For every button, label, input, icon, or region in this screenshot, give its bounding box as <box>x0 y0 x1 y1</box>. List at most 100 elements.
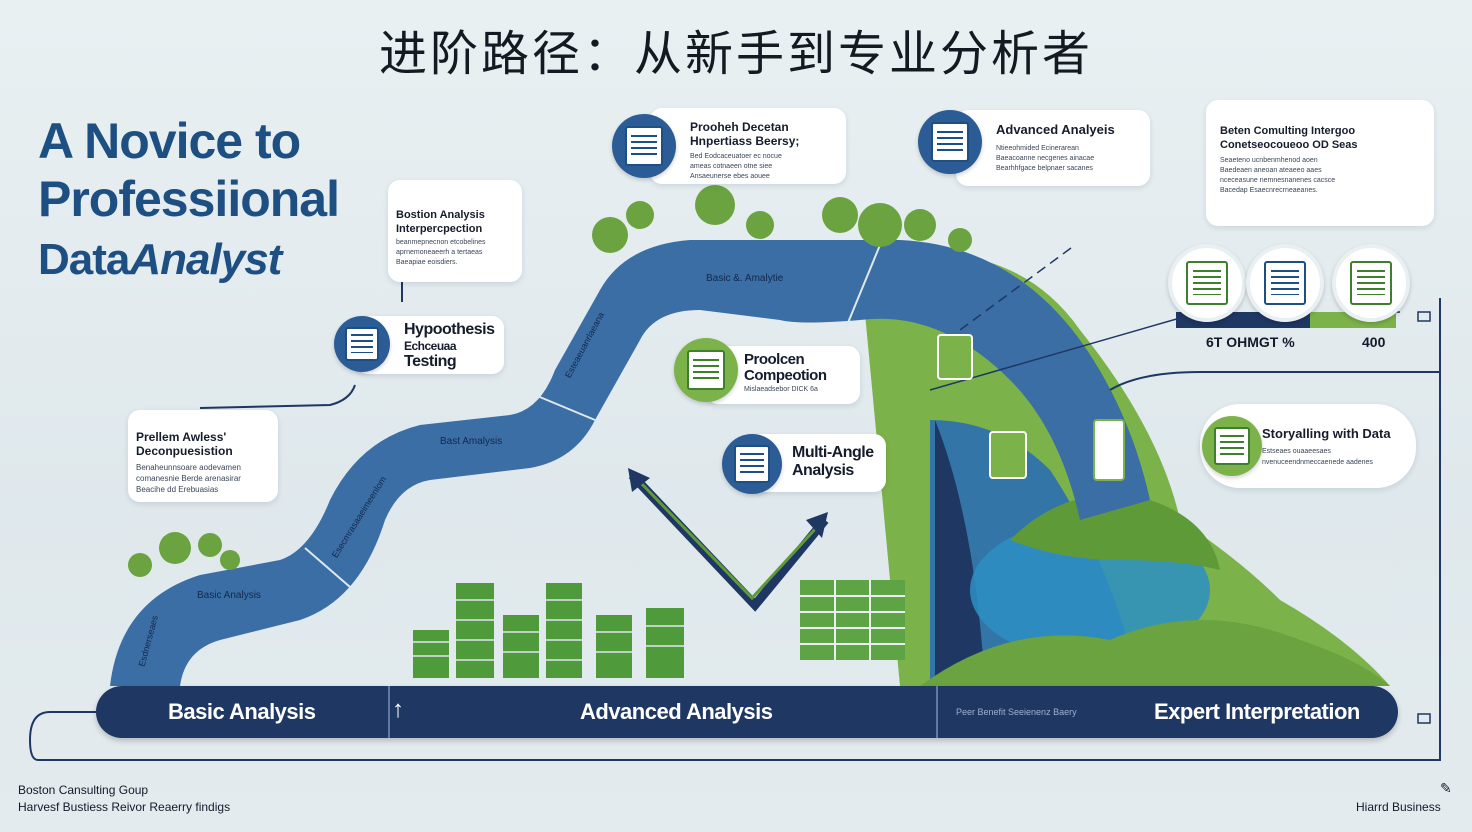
card-title: Advanced Analyeis <box>996 122 1115 137</box>
card-title: Proolcen Compeotion <box>744 352 827 384</box>
card-sub-line3: nceceasune nemnesnanenes cacsce <box>1220 177 1336 184</box>
card-sub-line3: Bearhhfgace belpnaer sacanes <box>996 165 1093 172</box>
stat-right: 400 <box>1362 334 1386 350</box>
page-title: 进阶路径：从新手到专业分析者 <box>378 26 1093 82</box>
stage-separator-2 <box>936 686 938 738</box>
card-sub-line3: Beacihe dd Erebuasias <box>136 485 219 494</box>
card-sub-line1: Benaheunnsoare aodevamen <box>136 463 241 472</box>
card-subtitle: beanmepnecnon etcobelines aprnemoneaeerh… <box>396 238 486 268</box>
chart-icon <box>686 350 726 390</box>
card-sub-line2: aprnemoneaeerh a tertaeas <box>396 249 483 256</box>
report-icon <box>624 126 664 166</box>
path-label-seg2: Bast Amalysis <box>440 436 503 447</box>
card-prooheh-decetan: Prooheh Decetan Hnpertiass Beersy; Bed E… <box>650 108 846 184</box>
dark-slope <box>935 420 985 686</box>
trend-arrow-inner <box>638 480 820 601</box>
card-subtitle: Bed Eodcaceuatoer ec nocue ameas cotnaee… <box>690 152 782 182</box>
stage-bar: Basic Analysis ↑ Advanced Analysis Peer … <box>96 686 1398 738</box>
card-subtitle: Estseaes ouaaeesaes nvenuceendnmeccaened… <box>1262 446 1373 468</box>
card-sub-line3: Baeapiae eoisdiers. <box>396 259 458 266</box>
card-sub-line1: Seaeteno ucnbenmhenod aoen <box>1220 157 1318 164</box>
card-title-line2: Hnpertiass Beersy; <box>690 134 800 148</box>
card-sub-line2: comanesnie Berde arenasirar <box>136 474 241 483</box>
card-title-line2: Deconpuesistion <box>136 444 233 458</box>
slope-doc-icons <box>937 334 1125 481</box>
path-label-seg1: Basic Analysis <box>197 590 261 601</box>
card-sub-line2: ameas cotnaeen otne siee <box>690 163 773 170</box>
document-icon <box>345 326 379 362</box>
card-title-line1: Bostion Analysis <box>396 209 485 221</box>
advanced-icon-badge <box>918 110 982 174</box>
card-title-line2: Conetseocoueoo OD Seas <box>1220 139 1358 151</box>
data-table-graphic <box>800 580 905 660</box>
connector-left <box>199 384 356 409</box>
card-title: Hypoothesis Echceuaa Testing <box>404 322 495 370</box>
data-table-grid <box>800 580 905 660</box>
card-title-line2: Compeotion <box>744 367 827 384</box>
path-label-seg3: Basic &. Amalytie <box>706 273 784 284</box>
card-title: Bostion Analysis Interpercpection <box>396 208 485 236</box>
card-title-line2: Interpercpection <box>396 223 483 235</box>
document-icon <box>734 445 770 483</box>
footer-source-2: Harvesf Bustiess Reivor Reaerry findigs <box>18 800 231 814</box>
storytelling-icon-badge <box>1202 416 1262 476</box>
edge-box-top <box>1417 311 1431 322</box>
stage-basic: Basic Analysis <box>168 699 316 724</box>
pen-icon: ✎ <box>1440 780 1452 796</box>
card-title-line2: Echceuaa <box>404 339 457 353</box>
hero-title: A Novice to Professiional DataAnalyst <box>38 112 378 289</box>
trend-arrow <box>628 471 829 612</box>
card-sub-line2: Baeacoanne necgenes ainacae <box>996 155 1095 162</box>
card-title-line1: Multi-Angle <box>792 444 874 461</box>
card-title-line1: Prellem Awless' <box>136 430 227 444</box>
green-ridge <box>1010 495 1220 570</box>
green-hill-front <box>920 620 1390 686</box>
connector-right <box>1109 371 1440 391</box>
stage-note: Peer Benefit Seeienenz Baery <box>956 707 1077 717</box>
card-subtitle: Benaheunnsoare aodevamen comanesnie Berd… <box>136 462 241 495</box>
card-sub-line3: Ansaeunerse ebes aouee <box>690 173 770 180</box>
document-icon <box>1264 261 1306 305</box>
card-boston-analysis: Bostion Analysis Interpercpection beanme… <box>388 180 522 282</box>
prooheh-icon-badge <box>612 114 676 178</box>
arrow-up-icon: ↑ <box>392 696 404 723</box>
multi-angle-icon-badge <box>722 434 782 494</box>
blue-path <box>110 240 1150 686</box>
card-subtitle: Seaeteno ucnbenmhenod aoen Baedeaen aneo… <box>1220 156 1335 196</box>
edge-box-bottom <box>1417 713 1431 724</box>
chart-icon <box>1186 261 1228 305</box>
report-icon <box>930 122 970 162</box>
card-subtitle: Ntieeohmided Ecinerarean Baeacoanne necg… <box>996 144 1094 174</box>
stage-advanced: Advanced Analysis <box>580 699 773 724</box>
path-divider-1 <box>304 547 366 601</box>
card-title-line1: Beten Comulting Intergoo <box>1220 125 1356 137</box>
card-sub-line1: Estseaes ouaaeesaes <box>1262 448 1331 455</box>
card-title: Prooheh Decetan Hnpertiass Beersy; <box>690 120 799 148</box>
composition-icon-badge <box>674 338 738 402</box>
card-sub-line2: Baedeaen aneoan ateaeeo aaes <box>1220 167 1322 174</box>
expert-icon-2 <box>1246 244 1324 322</box>
hypothesis-icon-badge <box>334 316 390 372</box>
card-title-line3: Testing <box>404 353 457 370</box>
path-divider-2 <box>534 394 596 421</box>
hero-line-3a: Data <box>38 235 130 284</box>
hero-line-3: DataAnalyst <box>38 228 378 289</box>
footer-source-1: Boston Cansulting Goup <box>18 783 149 797</box>
card-title-line2: Analysis <box>792 462 854 479</box>
foliage <box>128 185 972 577</box>
expert-icon-1 <box>1168 244 1246 322</box>
hero-line-1: A Novice to <box>38 113 301 169</box>
card-title-line1: Hypoothesis <box>404 321 495 338</box>
card-sub-line1: Ntieeohmided Ecinerarean <box>996 145 1079 152</box>
arrow-head-left <box>628 468 650 492</box>
expert-icon-3 <box>1332 244 1410 322</box>
dashed-trend <box>959 244 1076 331</box>
bar-chart-stacks <box>413 583 684 678</box>
card-title: Beten Comulting Intergoo Conetseocoueoo … <box>1220 124 1358 152</box>
card-title-line1: Proolcen <box>744 351 805 368</box>
stage-expert: Expert Interpretation <box>1154 699 1360 724</box>
card-subtitle: Mislaeadsebor DICK 6a <box>744 386 818 393</box>
card-title: Storyalling with Data <box>1262 426 1391 441</box>
card-sub-line2: nvenuceendnmeccaenede aadenes <box>1262 459 1373 466</box>
